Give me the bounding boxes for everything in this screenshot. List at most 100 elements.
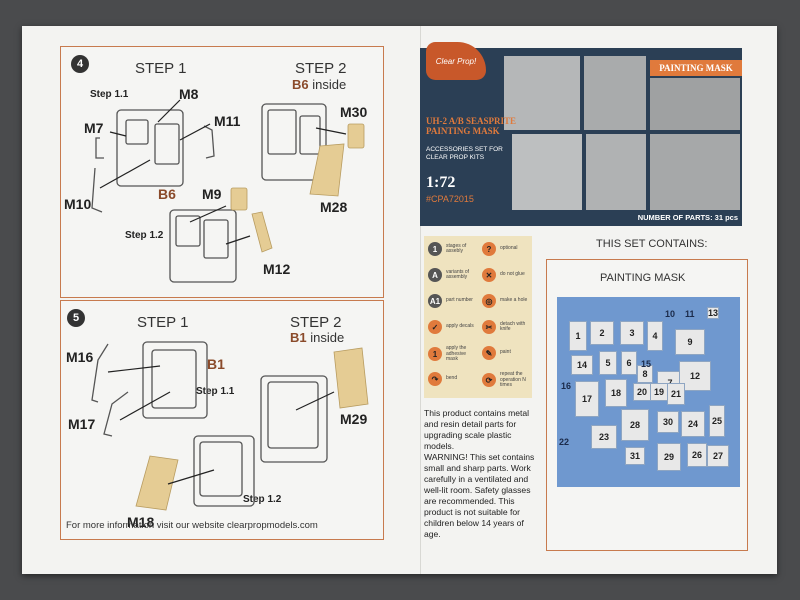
label-m12: M12 [263,261,291,277]
legend-row: ✎paint [482,346,530,360]
mask-piece: 21 [667,383,685,405]
window-b1 [151,349,197,409]
legend-symbol-icon: A [428,268,442,282]
label-m9: M9 [202,186,222,202]
cover-subtitle: ACCESSORIES SET FOR CLEAR PROP KITS [426,146,503,161]
door-frame-b1 [142,341,208,419]
mask-piece: 5 [599,351,617,375]
mask-piece: 13 [707,307,719,319]
step4-step1-heading: STEP 1 [135,60,187,77]
legend-row: A1 part number [428,294,476,308]
label-m7: M7 [84,120,104,136]
footer-text: For more information visit our website c… [66,520,318,531]
mask-piece: 6 [621,351,637,375]
clear-prop-logo: Clear Prop! [426,42,486,80]
legend-symbol-icon: ↷ [428,372,442,386]
mask-piece: 1 [569,321,587,351]
mask-piece: 3 [620,321,644,345]
arrow-m30 [315,127,347,135]
legend-row: ✕do not glue [482,268,530,282]
label-m8: M8 [179,86,199,102]
cover-photo-5 [586,134,646,210]
cover-photo-6 [650,134,740,210]
mask-m28 [309,143,345,197]
legend-row: ↷ bend [428,372,476,386]
legend-text: variants of assembly [446,268,470,280]
arrow-m9 [189,205,227,223]
center-fold [420,26,421,574]
arrow-m16 [107,365,161,373]
mask-m30 [347,123,365,149]
legend-text: part number [446,297,473,304]
description-para-2: WARNING! This set contains small and sha… [424,452,535,539]
legend-symbol-icon: 1 [428,242,442,256]
window-m18-slot [199,441,243,497]
strip-m16 [91,343,109,403]
arrow-m10 [99,159,151,189]
mask-piece: 14 [571,355,593,375]
mask-piece: 25 [709,405,725,437]
mask-piece: 11 [685,309,695,319]
cover-title: UH-2 A/B SEASPRITE PAINTING MASK [426,116,517,136]
arrow-m7 [109,131,127,137]
legend-row: ✂detach with knife [482,320,530,334]
step5-step2-sub: B1 inside [290,330,344,345]
label-m28: M28 [320,199,348,215]
legend-text: repeat the operation N times [500,371,526,388]
mask-piece: 22 [559,437,570,447]
description-para-1: This product contains metal and resin de… [424,408,530,451]
legend-text: apply decals [446,323,474,330]
cover-photo-4 [512,134,582,210]
arrow-m8 [157,99,181,123]
mask-piece: 4 [647,321,663,351]
arrow-m18 [167,469,215,485]
mask-m9 [230,187,248,211]
legend-text: stages of assebly [446,242,467,254]
cover-photo-3 [650,78,740,130]
legend-text: bend [446,375,458,382]
legend-symbol-icon: ✂ [482,320,496,334]
door-frame-step12 [169,209,237,283]
step4-step2-heading: STEP 2 [295,60,347,77]
mask-piece: 27 [707,445,729,467]
mask-piece: 24 [681,411,705,437]
label-step-1-2: Step 1.2 [125,230,164,241]
legend-symbol-icon: A1 [428,294,442,308]
legend-symbol-icon: ✕ [482,268,496,282]
window-m11-slot [154,123,180,165]
label-m30: M30 [340,104,368,120]
strip-m17 [103,391,129,437]
label-m16: M16 [66,349,94,365]
legend-row: ✓apply decals [428,320,476,334]
mask-piece: 10 [665,309,676,319]
legend-text: make a hole [500,297,528,304]
inside-text: inside [308,77,347,92]
legend-symbol-icon: 1 [428,347,442,362]
mask-piece: 8 [637,365,653,383]
door-inside-b6 [261,103,327,181]
legend-text: apply the adhesive mask [446,345,467,362]
label-m17: M17 [68,416,96,432]
mask-m29 [333,347,369,409]
legend-symbol-icon: ⟳ [482,373,496,388]
legend-row: 1 stages of assebly [428,242,476,256]
inner-window-b1 [267,381,319,449]
strip-m11 [203,125,215,159]
label-m10: M10 [64,196,92,212]
strip-m10 [91,167,103,213]
inner-window-1 [267,109,297,155]
legend-row: ?optional [482,242,530,256]
arrow-m12 [225,235,251,245]
step5-step2-heading: STEP 2 [290,314,342,331]
mask-piece: 18 [605,379,627,407]
label-b6: B6 [158,186,176,202]
door-frame-b6 [116,109,184,187]
set-contains-heading: THIS SET CONTAINS: [596,238,708,250]
window-m9 [175,215,201,247]
mask-piece: 9 [675,329,705,355]
mask-piece: 30 [657,411,679,433]
label-m18: M18 [127,514,155,530]
part-b1: B1 [290,330,307,345]
step4-badge: 4 [71,55,89,73]
